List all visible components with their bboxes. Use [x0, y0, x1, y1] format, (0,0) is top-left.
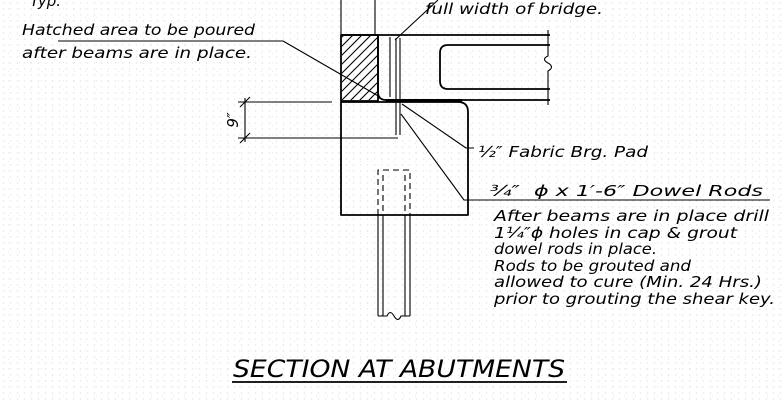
hatched-area-leader [58, 40, 381, 98]
hatch-line [342, 46, 377, 83]
typical-note: Typ. [30, 0, 61, 10]
dowel-leader [400, 113, 770, 201]
hatch-line [359, 82, 377, 100]
hatch-line [377, 35, 443, 101]
hatch-line [350, 73, 377, 100]
pad-leader [401, 103, 474, 149]
full-width-note: full width of bridge. [425, 0, 603, 18]
hatching [342, 35, 443, 101]
hatch-line [342, 36, 362, 56]
hatch-line [342, 55, 377, 92]
hatch-line [342, 64, 377, 100]
dowel-note-line-3: dowel rods in place. [494, 240, 657, 258]
hatched-note-line-1: Hatched area to be poured [22, 21, 256, 39]
beam-void [439, 44, 550, 90]
pile-embedment-outline [377, 169, 411, 215]
beam-break-line [543, 30, 553, 105]
full-width-leader [394, 0, 439, 41]
hatch-line [342, 37, 377, 74]
abutment-cap [340, 101, 469, 216]
dowel-note-line-2: 1¼″ϕ holes in cap & grout [494, 224, 738, 242]
pile-break-line [378, 311, 410, 321]
dimension-tick-bottom [239, 132, 251, 144]
beam-outline [377, 35, 550, 101]
dowel-note-line-6: prior to grouting the shear key. [493, 290, 775, 308]
dimension-label: 9″ [224, 112, 242, 128]
dimension-tick-top [239, 96, 251, 108]
dowel-note-line-4: Rods to be grouted and [494, 257, 692, 275]
hatch-line [342, 36, 344, 38]
dowel-label: ¾″ ϕ x 1′-6″ Dowel Rods [490, 182, 763, 200]
section-title: SECTION AT ABUTMENTS [233, 355, 565, 383]
dowel-note-line-1: After beams are in place drill [493, 207, 770, 225]
hatch-line [342, 36, 371, 65]
pad-label: ½″ Fabric Brg. Pad [478, 143, 649, 161]
dowel-note-line-5: allowed to cure (Min. 24 Hrs.) [494, 273, 762, 291]
hatched-note-line-2: after beams are in place. [22, 44, 252, 62]
hatch-line [342, 36, 353, 47]
